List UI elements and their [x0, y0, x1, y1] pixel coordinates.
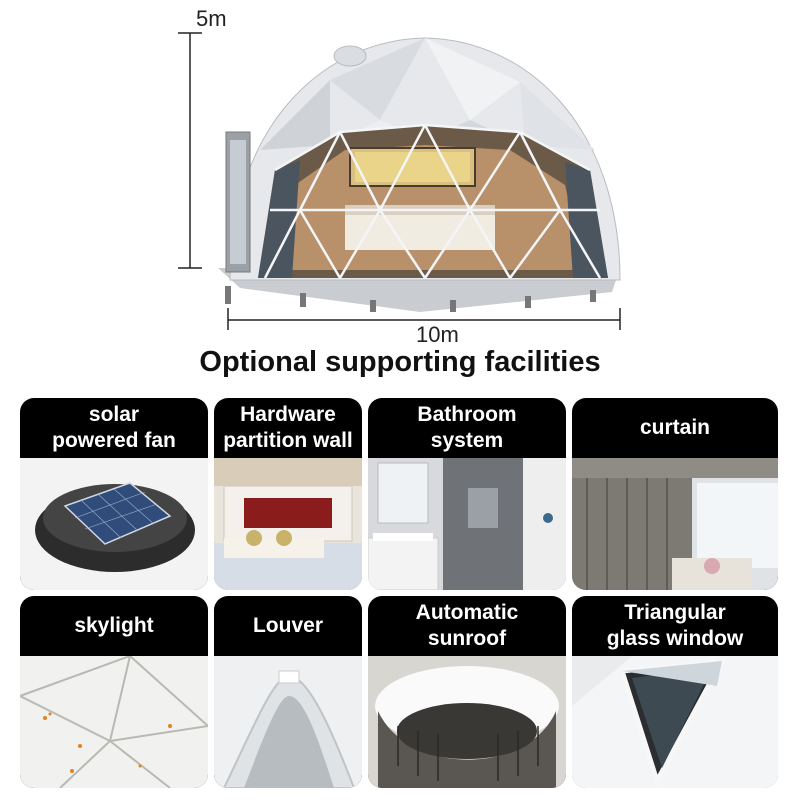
partition-wall-image — [214, 458, 362, 590]
facility-card-bathroom: Bathroom system — [368, 398, 566, 590]
curtain-image — [572, 458, 778, 590]
solar-fan-image — [20, 458, 208, 590]
facility-title: Hardware partition wall — [223, 403, 353, 452]
facility-card-partition-wall: Hardware partition wall — [214, 398, 362, 590]
facility-card-sunroof: Automatic sunroof — [368, 596, 566, 788]
facility-card-skylight: skylight — [20, 596, 208, 788]
bathroom-image — [368, 458, 566, 590]
facility-title: Automatic sunroof — [415, 601, 519, 650]
sunroof-image — [368, 656, 566, 788]
dome-tent-image — [178, 32, 621, 330]
skylight-image — [20, 656, 208, 788]
facility-title: Louver — [252, 614, 323, 637]
facility-title: curtain — [639, 416, 710, 439]
height-dimension-label: 5m — [196, 6, 227, 31]
facility-title: Triangular glass window — [606, 601, 744, 650]
triangular-window-image — [572, 656, 778, 788]
facility-title: solar powered fan — [52, 403, 176, 452]
facility-card-curtain: curtain — [572, 398, 778, 590]
width-dimension-label: 10m — [416, 322, 459, 347]
louver-image — [214, 656, 362, 788]
facility-title: skylight — [74, 614, 154, 637]
facility-card-triangular-window: Triangular glass window — [572, 596, 778, 788]
dome-tent-hero: 5m 10m — [0, 0, 800, 347]
facility-card-solar-fan: solar powered fan — [20, 398, 208, 590]
facility-card-louver: Louver — [214, 596, 362, 788]
section-headline: Optional supporting facilities — [199, 346, 601, 378]
facility-title: Bathroom system — [417, 403, 517, 452]
